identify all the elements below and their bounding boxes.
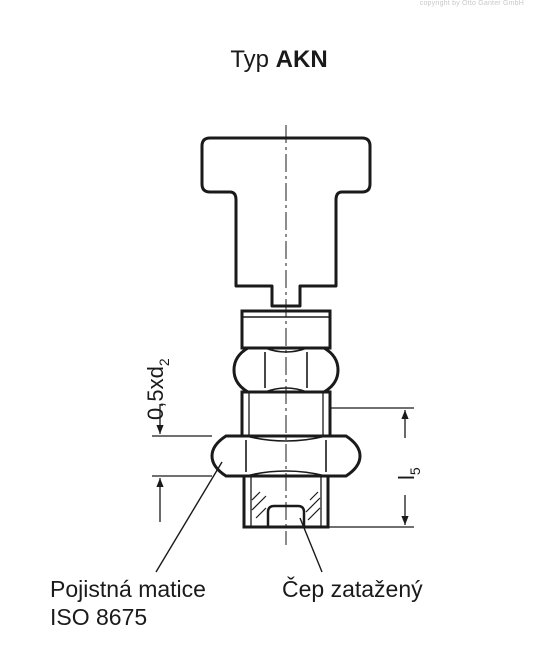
lower-thread (242, 474, 330, 529)
title-type-code: AKN (275, 46, 328, 73)
collar (240, 309, 332, 350)
pin-label: Čep zatažený (282, 575, 423, 603)
dim-label-l5: l5 (394, 467, 423, 480)
lock-nut-face (245, 435, 327, 477)
upper-hex-nut-face (264, 347, 308, 393)
diagram-title: Typ AKN (0, 46, 558, 74)
lock-nut (210, 434, 362, 478)
dim-label-d2: 0,5xd2 (143, 358, 172, 420)
retracted-pin (266, 504, 306, 527)
lock-nut-label-line1: Pojistná matice (50, 576, 206, 602)
pin-label-text: Čep zatažený (282, 576, 423, 602)
lock-nut-label-line2: ISO 8675 (50, 604, 148, 630)
knob-handle (200, 136, 372, 308)
title-prefix: Typ (230, 46, 269, 73)
lock-nut-label: Pojistná matice ISO 8675 (50, 575, 206, 631)
copyright-notice: copyright by Otto Ganter GmbH (419, 0, 524, 7)
pin-hatch (251, 491, 321, 521)
leader-pin (299, 517, 323, 573)
leader-lock-nut (155, 461, 223, 573)
